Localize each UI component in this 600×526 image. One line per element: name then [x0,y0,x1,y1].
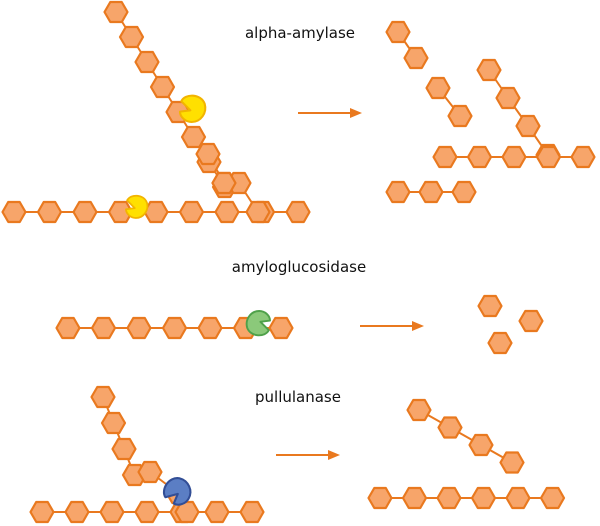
glucose-hexagon [487,331,513,355]
glucose-hexagon [90,316,117,340]
glucose-hexagon [245,200,271,224]
reaction-arrow [298,108,362,118]
glucose-hexagon [495,86,521,110]
glucose-hexagon [134,50,160,74]
glucose-hexagon [197,316,223,340]
glucose-hexagon [195,142,221,166]
amyloglucosidase-label: amyloglucosidase [232,258,366,276]
glucose-hexagon [570,145,596,169]
glucose-hexagon [118,25,145,49]
amyloglucosidase-enzyme-icon [245,310,271,337]
glucose-hexagon [436,486,462,510]
glucose-hexagon [134,500,160,524]
glucose-hexagon [477,294,503,318]
glucose-hexagon [90,385,116,409]
glucose-hexagon [211,171,237,195]
glucose-hexagon [406,398,432,422]
glucose-hexagon [204,500,230,524]
glucose-hexagon [515,114,541,138]
glucose-hexagon [432,145,458,169]
glucose-hexagon [55,316,81,340]
enzymes [125,94,271,506]
glucose-hexagon [239,500,265,524]
glucose-hexagon [385,20,411,44]
glucose-hexagon [107,200,134,224]
glucose-hexagon [100,411,127,435]
glucose-hexagon [64,500,90,524]
glucose-hexagon [285,200,311,224]
glucose-hexagon [518,309,544,333]
glucose-hexagon [470,486,497,510]
glucose-hexagon [214,200,240,224]
glucose-hexagon [425,76,451,100]
glucose-hexagon [149,75,176,99]
glucose-hexagon [268,316,294,340]
glucose-hexagon [137,460,163,484]
glucose-hexagon [418,180,444,204]
reaction-arrow [276,450,340,460]
glucose-hexagon [385,180,411,204]
glucose-hexagon [401,486,428,510]
alpha-amylase-enzyme-icon [125,194,149,219]
glucose-hexagon [501,145,527,169]
glucose-hexagon [36,200,63,224]
pullulanase-label: pullulanase [255,388,341,406]
glucose-hexagon [466,145,493,169]
reaction-arrow [360,321,424,331]
glucose-hexagon [178,200,205,224]
pullulanase-enzyme-icon [162,477,192,506]
glucose-hexagon [539,486,566,510]
glucose-hexagon [367,486,393,510]
reaction-arrows [276,108,424,460]
alpha-amylase-label: alpha-amylase [245,24,355,42]
glucose-hexagon [126,316,152,340]
glucose-hexagon [103,0,129,24]
glucose-hexagon [505,486,531,510]
glucose-hexagon [161,316,188,340]
alpha-amylase-enzyme-icon [178,94,207,124]
glucose-hexagon [476,58,502,82]
glucose-hexagon [451,180,477,204]
glucose-hexagon [29,500,55,524]
glucose-hexagon [72,200,98,224]
glucose-hexagon [403,46,429,70]
glucose-hexagon [1,200,27,224]
glucose-hexagon [111,437,137,461]
glucose-hexagon [99,500,125,524]
glucose-hexagon [447,104,473,128]
glucose-hexagon [174,500,200,524]
glucose-hexagon [535,145,562,169]
glucose-hexagon [437,416,463,439]
glucose-hexagon [468,433,494,457]
glucose-hexagon [499,451,525,474]
